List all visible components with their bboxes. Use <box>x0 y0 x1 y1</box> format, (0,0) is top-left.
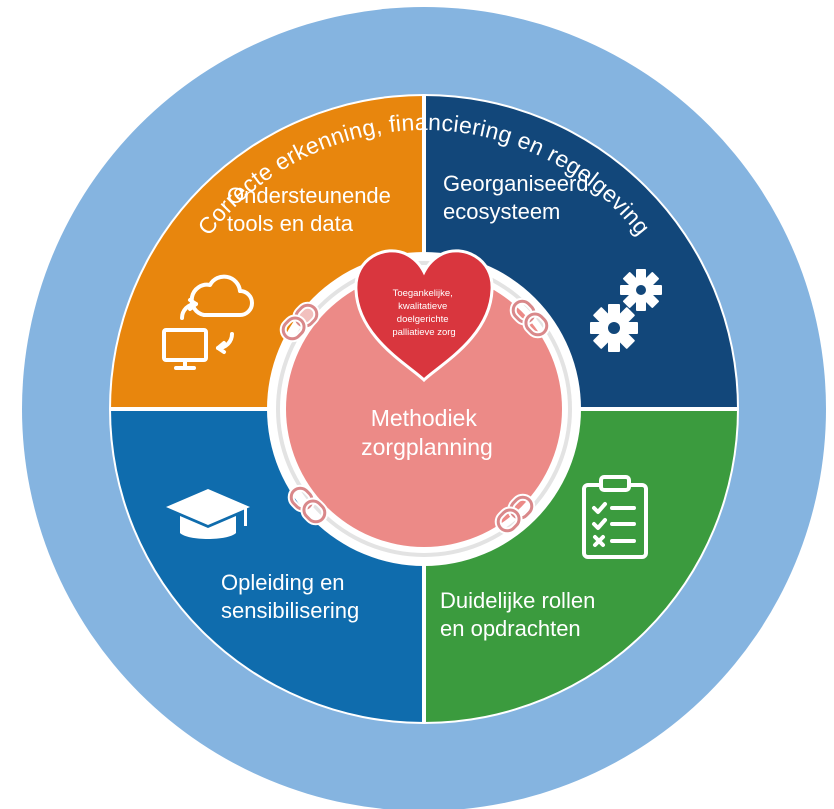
chain-link-icon <box>494 493 536 535</box>
quadrant-bottom-right-label: Duidelijke rollen en opdrachten <box>440 588 601 641</box>
quadrant-bottom-left-label: Opleiding en sensibilisering <box>221 570 359 623</box>
chain-link-icon <box>509 297 551 339</box>
quadrant-top-left-label: Ondersteunende tools en data <box>227 183 397 236</box>
gears-icon <box>580 260 671 362</box>
clipboard-checklist-icon <box>582 475 648 559</box>
quadrant-top-right-label: Georganiseerd ecosysteem <box>443 171 595 224</box>
center-circle <box>286 271 562 547</box>
heart-text: Toegankelijke, kwalitatieve doelgerichte… <box>392 288 455 338</box>
chain-link-icon <box>287 484 329 526</box>
chain-link-icon <box>279 301 321 343</box>
heart-shape <box>354 249 494 383</box>
cloud-computer-icon <box>162 274 254 370</box>
graduation-cap-icon <box>166 489 250 539</box>
center-label: Methodiek zorgplanning <box>361 405 493 460</box>
